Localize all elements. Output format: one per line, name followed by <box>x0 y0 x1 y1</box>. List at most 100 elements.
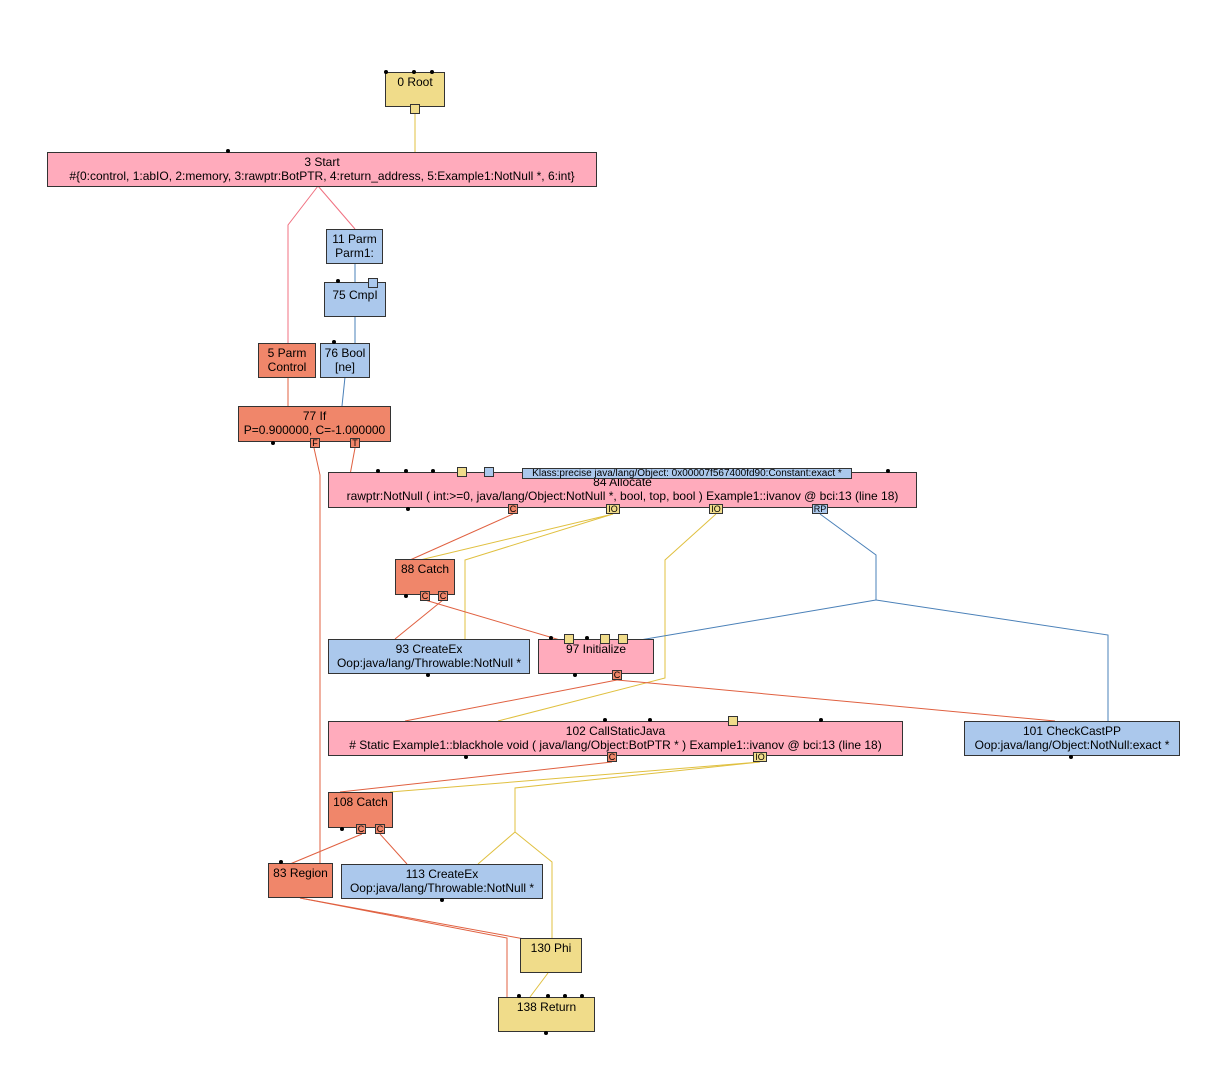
node-label: 138 Return <box>516 1000 577 1014</box>
edge-allocate-io-catch88 <box>419 513 614 561</box>
dot <box>563 994 567 998</box>
dot <box>340 827 344 831</box>
port-allocate-in-2[interactable] <box>484 467 494 477</box>
port-initialize-control[interactable]: C <box>612 670 622 680</box>
port-catch88-c2[interactable]: C <box>438 591 448 601</box>
node-detail: Oop:java/lang/Object:NotNull:exact * <box>974 738 1170 752</box>
dot <box>819 718 823 722</box>
port-allocate-in-1[interactable] <box>457 467 467 477</box>
edge-if-true-allocate <box>349 447 356 476</box>
edge-catch108-createex113 <box>379 833 408 865</box>
node-113-createex[interactable]: 113 CreateEx Oop:java/lang/Throwable:Not… <box>341 864 543 899</box>
port-call-control[interactable]: C <box>607 752 617 762</box>
dot <box>544 1031 548 1035</box>
node-88-catch[interactable]: 88 Catch <box>395 559 455 595</box>
node-label: 97 Initialize <box>565 642 627 656</box>
node-label: 101 CheckCastPP <box>1022 724 1122 738</box>
node-label: 76 Bool <box>324 346 366 360</box>
edge-phi-return <box>529 972 549 998</box>
node-label: 88 Catch <box>400 562 450 576</box>
edge-io-phi <box>514 831 553 938</box>
port-catch108-c2[interactable]: C <box>375 824 385 834</box>
edge-allocate-io2-call <box>497 513 717 722</box>
node-138-return[interactable]: 138 Return <box>498 997 595 1032</box>
edge-start-parm11 <box>317 185 356 230</box>
node-label: 0 Root <box>397 75 433 89</box>
port-allocate-io-2[interactable]: IO <box>709 504 723 514</box>
edge-allocate-catch88 <box>409 513 514 561</box>
node-detail: [ne] <box>334 360 355 374</box>
node-detail: Parm1: <box>335 246 374 260</box>
dot <box>404 469 408 473</box>
port-initialize-in-2[interactable] <box>600 634 610 644</box>
port-catch108-c1[interactable]: C <box>356 824 366 834</box>
edge-catch108-region <box>289 833 363 865</box>
dot <box>546 994 550 998</box>
dot <box>404 594 408 598</box>
node-label: 113 CreateEx <box>405 867 479 881</box>
node-102-callstaticjava[interactable]: 102 CallStaticJava # Static Example1::bl… <box>328 721 903 756</box>
dot <box>603 718 607 722</box>
node-label: 130 Phi <box>530 941 572 955</box>
port-allocate-rp[interactable]: RP <box>812 504 828 514</box>
node-97-initialize[interactable]: 97 Initialize <box>538 639 654 674</box>
dot <box>431 469 435 473</box>
port-if-true[interactable]: T <box>350 438 360 448</box>
node-108-catch[interactable]: 108 Catch <box>328 792 393 828</box>
node-11-parm[interactable]: 11 Parm Parm1: <box>326 229 383 264</box>
edge-call-io-split <box>514 761 761 832</box>
edge-initialize-checkcast <box>616 679 1056 722</box>
edge-rp-initialize <box>639 599 877 641</box>
port-cmpi-in[interactable] <box>368 278 378 288</box>
dot <box>271 441 275 445</box>
port-allocate-io-1[interactable]: IO <box>606 504 620 514</box>
edge-if-false-region <box>313 447 321 863</box>
dot <box>384 70 388 74</box>
edge-region-return <box>299 897 508 997</box>
node-3-start[interactable]: 3 Start #{0:control, 1:abIO, 2:memory, 3… <box>47 152 597 187</box>
edge-allocate-io-createex93 <box>464 513 614 639</box>
edge-rp-checkcast <box>875 599 1109 721</box>
node-detail: P=0.900000, C=-1.000000 <box>243 423 386 437</box>
dot <box>585 636 589 640</box>
node-77-if[interactable]: 77 If P=0.900000, C=-1.000000 <box>238 406 391 442</box>
node-76-bool[interactable]: 76 Bool [ne] <box>320 343 370 378</box>
node-label: 3 Start <box>304 155 340 169</box>
dot <box>580 994 584 998</box>
edge-allocate-rp-split <box>819 513 877 600</box>
dot <box>336 279 340 283</box>
node-83-region[interactable]: 83 Region <box>268 863 333 898</box>
port-catch88-c1[interactable]: C <box>420 591 430 601</box>
dot <box>426 673 430 677</box>
node-label: 77 If <box>302 409 327 423</box>
node-101-checkcastpp[interactable]: 101 CheckCastPP Oop:java/lang/Object:Not… <box>964 721 1180 756</box>
port-allocate-control[interactable]: C <box>508 504 518 514</box>
node-label: 83 Region <box>273 866 328 880</box>
node-93-createex[interactable]: 93 CreateEx Oop:java/lang/Throwable:NotN… <box>328 639 530 674</box>
node-detail: Oop:java/lang/Throwable:NotNull * <box>336 656 522 670</box>
port-call-io[interactable]: IO <box>753 752 767 762</box>
dot <box>226 149 230 153</box>
dot <box>517 994 521 998</box>
port-if-false[interactable]: F <box>310 438 320 448</box>
dot <box>332 340 336 344</box>
node-5-parm[interactable]: 5 Parm Control <box>258 343 316 378</box>
edge-catch88-initialize <box>424 599 561 641</box>
dot <box>464 755 468 759</box>
dot <box>412 70 416 74</box>
edge-call-catch108 <box>339 761 613 793</box>
dot <box>406 507 410 511</box>
port-root-out[interactable] <box>410 104 420 114</box>
edge-start-parm5 <box>287 185 319 343</box>
edge-call-io-catch108 <box>389 761 761 793</box>
node-detail: rawptr:NotNull ( int:>=0, java/lang/Obje… <box>346 489 899 503</box>
dot <box>376 469 380 473</box>
port-initialize-in-1[interactable] <box>564 634 574 644</box>
port-call-in[interactable] <box>728 716 738 726</box>
port-initialize-in-3[interactable] <box>618 634 628 644</box>
edge-initialize-call <box>404 679 618 722</box>
node-0-root[interactable]: 0 Root <box>385 72 445 107</box>
node-130-phi[interactable]: 130 Phi <box>520 938 582 973</box>
klass-banner: Klass:precise java/lang/Object: 0x00007f… <box>522 468 852 479</box>
